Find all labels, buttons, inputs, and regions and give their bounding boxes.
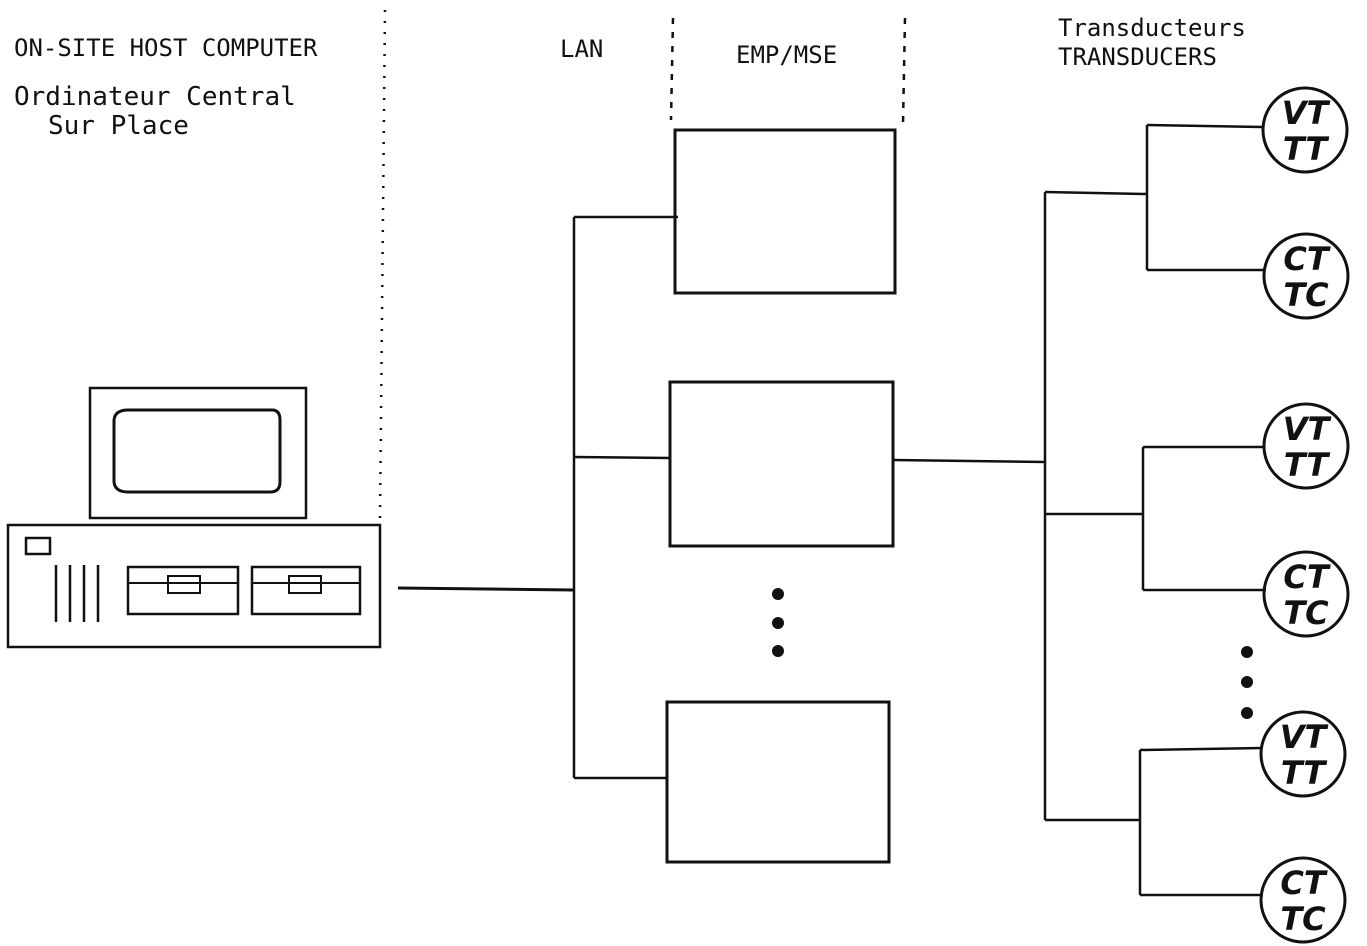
system-unit xyxy=(6,523,382,649)
host-title-fr-line1: Ordinateur Central xyxy=(14,82,296,112)
transducer-ct-tc: CT TC xyxy=(1262,232,1350,320)
transducer-circle xyxy=(1262,232,1350,320)
transducer-ct-tc: CT TC xyxy=(1259,856,1347,944)
host-title-fr-line2: Sur Place xyxy=(48,111,189,141)
lan-branch-2 xyxy=(573,455,671,460)
emp-box-2 xyxy=(668,380,895,548)
ellipsis-dot xyxy=(1241,676,1253,688)
ellipsis-dot xyxy=(1241,646,1253,658)
fork-arm xyxy=(1139,746,1263,752)
transducer-top-label: VT xyxy=(1283,410,1332,448)
transducer-bottom-label: TC xyxy=(1280,900,1326,938)
host-separator-line xyxy=(378,9,387,519)
power-indicator xyxy=(24,536,52,556)
transducer-ct-tc: CT TC xyxy=(1262,550,1350,638)
transducer-circle xyxy=(1259,856,1347,944)
emp-to-transducer-trunk xyxy=(892,458,1046,464)
ellipsis-dot xyxy=(772,645,784,657)
floppy-drive-2 xyxy=(250,565,362,616)
transducer-vt-tt: VT TT xyxy=(1259,710,1347,798)
transducers-label-fr: Transducteurs xyxy=(1058,14,1246,42)
monitor-frame xyxy=(88,386,308,520)
emp-label: EMP/MSE xyxy=(736,41,837,69)
floppy-drive-1 xyxy=(126,565,240,616)
transducer-vt-tt: VT TT xyxy=(1261,86,1349,174)
transducer-bottom-label: TT xyxy=(1281,754,1328,792)
transducers-label-en: TRANSDUCERS xyxy=(1058,43,1217,71)
transducer-circle xyxy=(1262,550,1350,638)
transducer-top-label: VT xyxy=(1282,94,1331,132)
emp-box-1 xyxy=(673,128,897,295)
transducer-top-label: CT xyxy=(1283,558,1330,596)
transducer-bottom-label: TT xyxy=(1283,130,1330,168)
ellipsis-dot xyxy=(1241,707,1253,719)
floppy-latch-2 xyxy=(288,575,322,594)
transducer-bottom-label: TC xyxy=(1283,594,1329,632)
transducer-circle xyxy=(1261,86,1349,174)
transducer-top-label: CT xyxy=(1280,864,1327,902)
emp-left-dashed-line xyxy=(669,17,675,121)
transducer-circle xyxy=(1259,710,1347,798)
ellipsis-dot xyxy=(772,617,784,629)
transducer-bottom-label: TT xyxy=(1284,446,1331,484)
host-title-en: ON-SITE HOST COMPUTER xyxy=(14,34,318,62)
transducer-bottom-label: TC xyxy=(1283,276,1329,314)
computer-icon xyxy=(6,386,382,649)
lan-label: LAN xyxy=(560,35,603,63)
host-to-lan-connection xyxy=(397,586,575,592)
transducer-circle xyxy=(1262,402,1350,490)
transducer-top-label: CT xyxy=(1283,240,1330,278)
ellipsis-dot xyxy=(772,588,784,600)
transducer-branch-1 xyxy=(1044,190,1148,196)
monitor-screen xyxy=(112,408,282,494)
emp-box-3 xyxy=(665,700,891,864)
floppy-latch-1 xyxy=(167,575,201,594)
fork-arm xyxy=(1146,123,1263,129)
transducer-top-label: VT xyxy=(1280,718,1329,756)
transducer-vt-tt: VT TT xyxy=(1262,402,1350,490)
emp-right-dashed-line xyxy=(901,17,907,125)
